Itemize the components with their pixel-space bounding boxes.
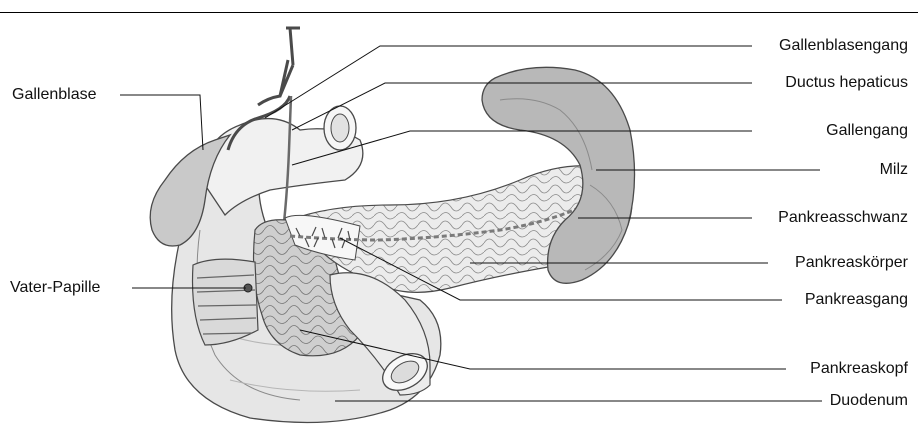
label-gallenblasengang: Gallenblasengang: [779, 37, 908, 55]
label-pankreaskopf: Pankreaskopf: [810, 360, 908, 378]
label-gallenblase: Gallenblase: [12, 86, 97, 104]
label-pankreasschwanz: Pankreasschwanz: [778, 209, 908, 227]
leader-gallenblase: [120, 95, 203, 150]
label-gallengang: Gallengang: [826, 122, 908, 140]
label-pankreaskoerper: Pankreaskörper: [795, 254, 908, 272]
label-duodenum: Duodenum: [830, 392, 908, 410]
label-ductus-hepaticus: Ductus hepaticus: [785, 74, 908, 92]
bile-duct-shape: [258, 28, 300, 105]
label-milz: Milz: [880, 161, 908, 179]
label-pankreasgang: Pankreasgang: [805, 291, 908, 309]
duodenal-window: [193, 259, 259, 345]
label-vater-papille: Vater-Papille: [10, 279, 100, 297]
